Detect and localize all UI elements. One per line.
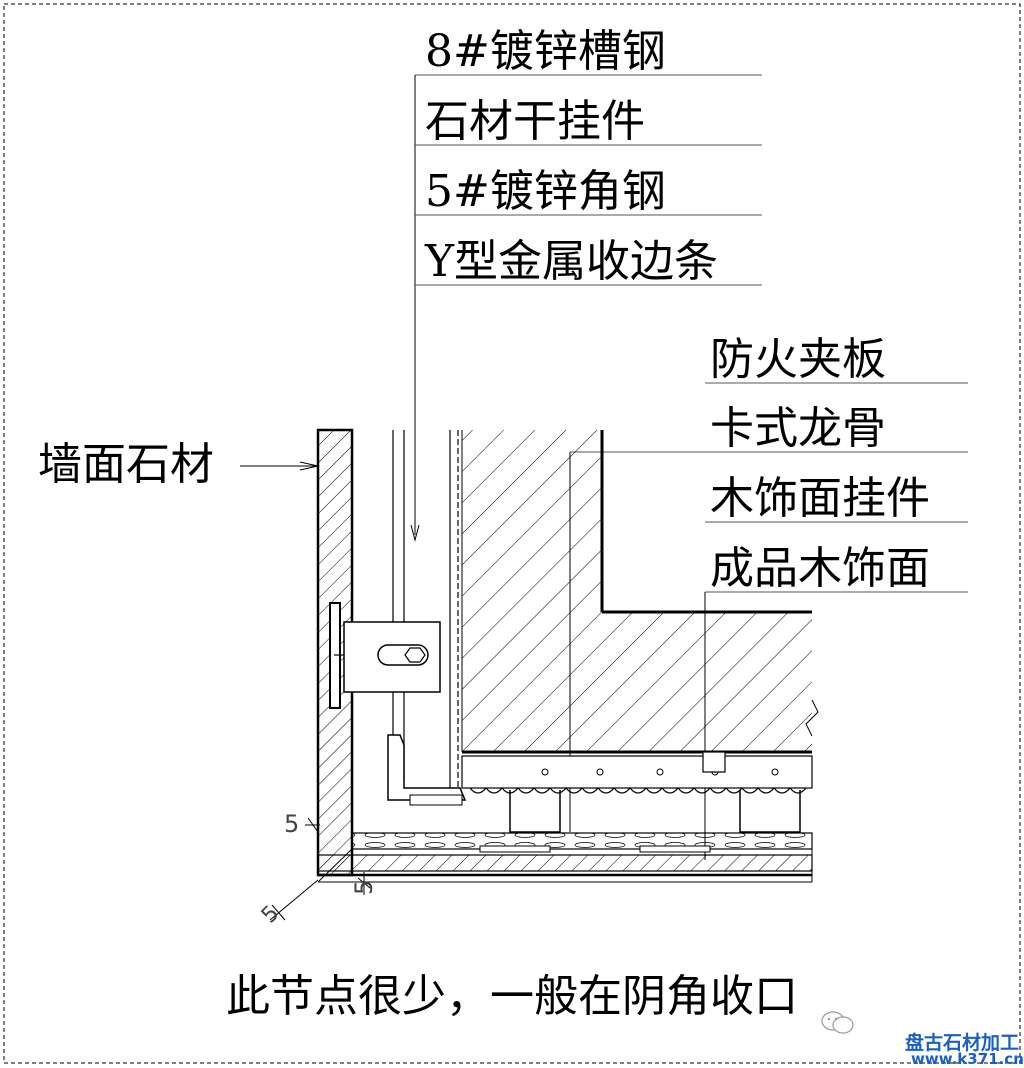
wood-facing-inner bbox=[317, 854, 813, 872]
angle-steel bbox=[409, 794, 463, 806]
label-5-galvanized-angle: 5#镀锌角钢 bbox=[425, 166, 666, 217]
y-edge-strip bbox=[387, 734, 467, 801]
page-border bbox=[3, 3, 1021, 1064]
label-wood-hanger: 木饰面挂件 bbox=[710, 473, 930, 524]
wood-facing-outer bbox=[351, 832, 813, 850]
label-8-galvanized-channel: 8#镀锌槽钢 bbox=[425, 26, 666, 77]
caption: 此节点很少，一般在阴角收口 bbox=[226, 971, 798, 1022]
watermark-url: www.k371.cn bbox=[911, 1050, 1024, 1068]
label-fireproof-board: 防火夹板 bbox=[710, 334, 886, 385]
right-callout-lines bbox=[705, 382, 968, 593]
dimension-5-left: 5 bbox=[284, 810, 300, 838]
label-card-keel: 卡式龙骨 bbox=[710, 403, 886, 454]
channel-steel bbox=[392, 430, 459, 800]
label-y-edge-strip: Y型金属收边条 bbox=[425, 236, 719, 287]
break-line bbox=[805, 699, 819, 737]
wood-hangers bbox=[509, 790, 801, 833]
label-wall-stone: 墙面石材 bbox=[38, 439, 214, 490]
card-keel bbox=[461, 755, 813, 789]
wechat-icon bbox=[820, 1010, 856, 1036]
watermark-name: 盘古石材加工 bbox=[905, 1032, 1020, 1054]
dimension-marks bbox=[269, 817, 371, 921]
dimension-5-bottom: 5 bbox=[350, 879, 378, 895]
label-finished-wood-facing: 成品木饰面 bbox=[710, 543, 930, 594]
nut-icon bbox=[702, 751, 726, 773]
label-stone-dry-hanger: 石材干挂件 bbox=[425, 96, 645, 147]
bolt-icon bbox=[404, 647, 426, 663]
fireproof-board bbox=[462, 430, 812, 752]
leader-arrow bbox=[410, 524, 420, 542]
corner-line bbox=[317, 848, 353, 883]
top-callout-lines bbox=[415, 74, 762, 286]
